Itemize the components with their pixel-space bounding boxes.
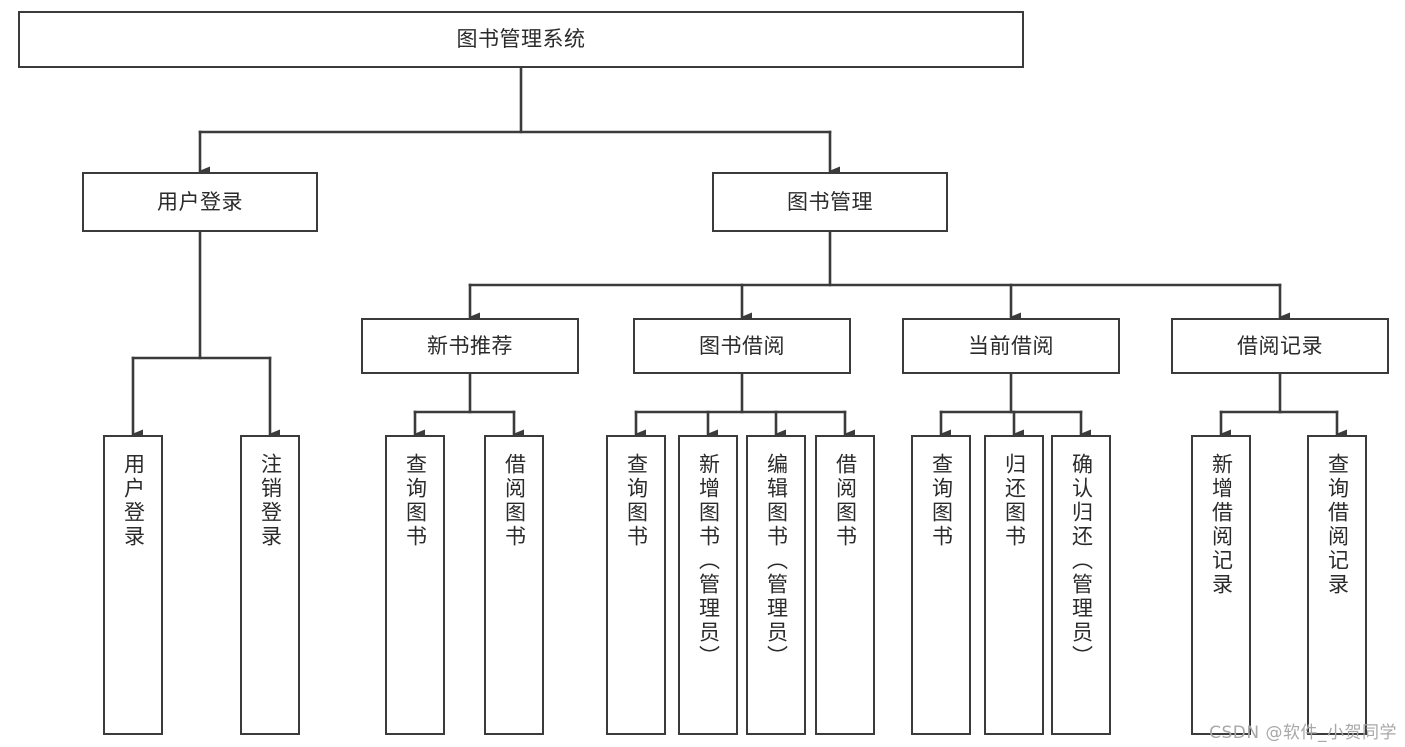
node-leaf-borrow-book-b[interactable]: 借阅图书 — [815, 435, 875, 735]
node-root[interactable]: 图书管理系统 — [18, 11, 1024, 68]
csdn-watermark: CSDN @软件_小贺同学 — [1209, 723, 1397, 743]
node-book-management-label: 图书管理 — [787, 189, 873, 214]
node-leaf-return-book[interactable]: 归还图书 — [984, 435, 1044, 735]
node-leaf-confirm-return[interactable]: 确认归还（管理员） — [1051, 435, 1111, 735]
node-leaf-query-book-a-label: 查询图书 — [403, 453, 428, 549]
node-book-borrowing-label: 图书借阅 — [699, 333, 785, 358]
node-leaf-add-borrow-record[interactable]: 新增借阅记录 — [1191, 435, 1251, 735]
node-leaf-user-logout-label: 注销登录 — [258, 453, 283, 549]
node-leaf-borrow-book-a-label: 借阅图书 — [502, 453, 527, 549]
node-book-borrowing[interactable]: 图书借阅 — [633, 318, 851, 374]
node-leaf-query-borrow-record-label: 查询借阅记录 — [1325, 453, 1350, 597]
node-leaf-confirm-return-label: 确认归还（管理员） — [1069, 453, 1094, 669]
node-leaf-user-logout[interactable]: 注销登录 — [240, 435, 300, 735]
node-leaf-user-login[interactable]: 用户登录 — [103, 435, 163, 735]
node-leaf-query-book-b[interactable]: 查询图书 — [606, 435, 666, 735]
node-leaf-edit-book-label: 编辑图书（管理员） — [764, 453, 789, 669]
node-leaf-query-book-a[interactable]: 查询图书 — [385, 435, 445, 735]
node-borrowing-record-label: 借阅记录 — [1237, 333, 1323, 358]
node-leaf-query-borrow-record[interactable]: 查询借阅记录 — [1307, 435, 1367, 735]
node-leaf-return-book-label: 归还图书 — [1002, 453, 1027, 549]
node-leaf-query-book-c[interactable]: 查询图书 — [911, 435, 971, 735]
node-book-management[interactable]: 图书管理 — [712, 172, 948, 232]
node-leaf-query-book-c-label: 查询图书 — [929, 453, 954, 549]
node-leaf-edit-book[interactable]: 编辑图书（管理员） — [746, 435, 806, 735]
node-leaf-borrow-book-b-label: 借阅图书 — [833, 453, 858, 549]
node-current-borrowing[interactable]: 当前借阅 — [902, 318, 1120, 374]
node-leaf-add-borrow-record-label: 新增借阅记录 — [1209, 453, 1234, 597]
node-user-login-label: 用户登录 — [157, 189, 243, 214]
node-borrowing-record[interactable]: 借阅记录 — [1171, 318, 1389, 374]
node-root-label: 图书管理系统 — [456, 27, 586, 52]
node-leaf-borrow-book-a[interactable]: 借阅图书 — [484, 435, 544, 735]
node-leaf-add-book[interactable]: 新增图书（管理员） — [678, 435, 738, 735]
node-new-book-recommendation[interactable]: 新书推荐 — [361, 318, 579, 374]
node-leaf-query-book-b-label: 查询图书 — [624, 453, 649, 549]
node-leaf-user-login-label: 用户登录 — [121, 453, 146, 549]
node-leaf-add-book-label: 新增图书（管理员） — [696, 453, 721, 669]
node-current-borrowing-label: 当前借阅 — [968, 333, 1054, 358]
node-new-book-recommendation-label: 新书推荐 — [427, 333, 513, 358]
node-user-login[interactable]: 用户登录 — [82, 172, 318, 232]
